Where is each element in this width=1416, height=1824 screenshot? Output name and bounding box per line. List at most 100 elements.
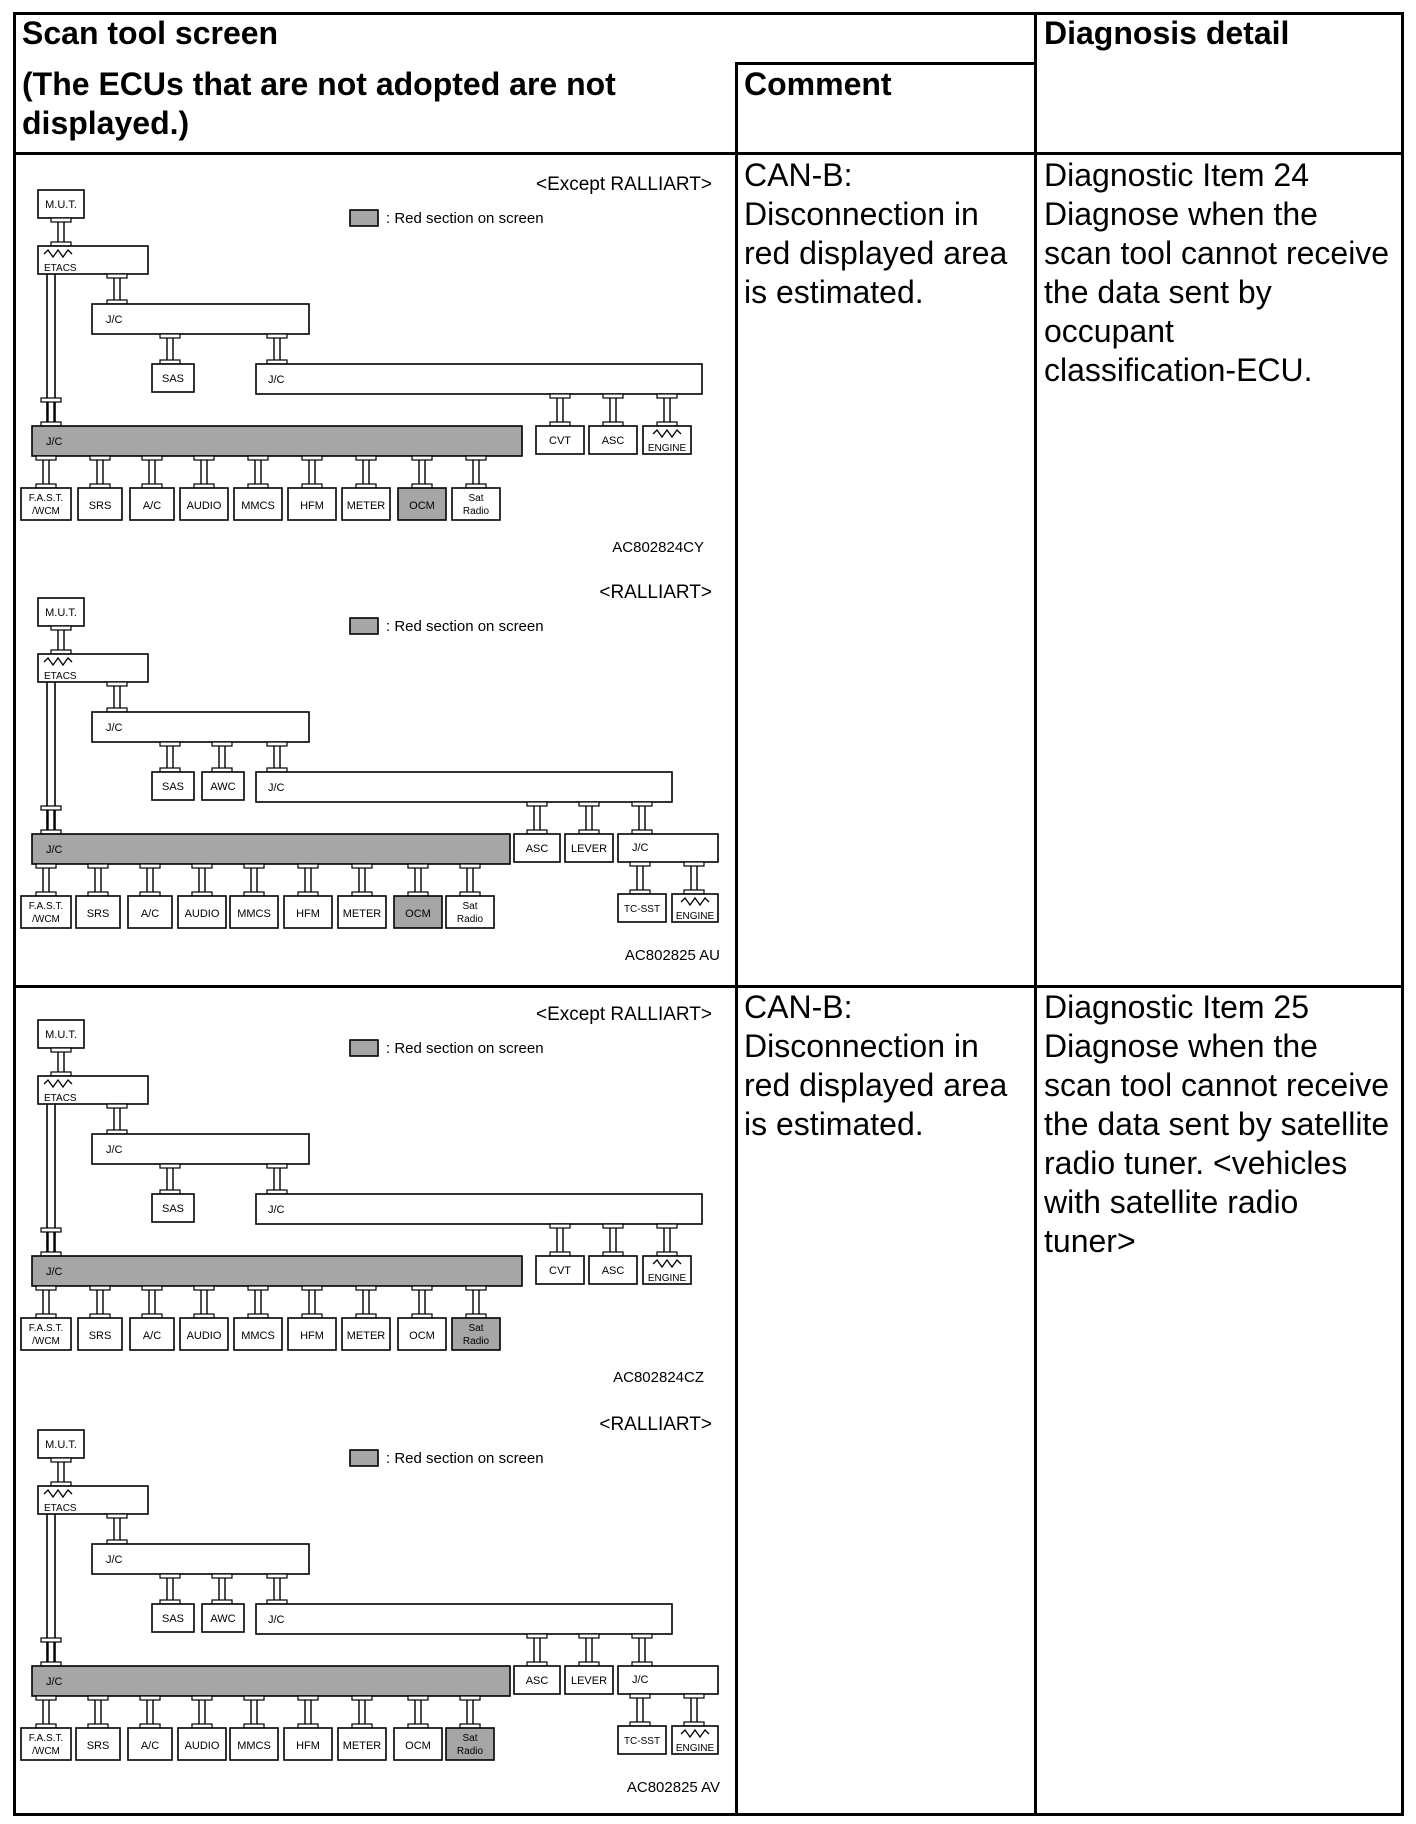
fast-label-line1: F.A.S.T. [29, 1733, 63, 1744]
sat-bus-connector-plate-top [459, 863, 481, 869]
fast-label-line2: /WCM [32, 1336, 60, 1347]
junction-connector-2 [255, 1603, 673, 1635]
audio-bus-connector-plate-top [193, 455, 215, 461]
hfm-label: HFM [296, 908, 320, 920]
mmcs-bus-connector-plate-top [243, 1695, 265, 1701]
sat-radio-label-line2: Radio [457, 914, 484, 925]
mmcs-box [233, 487, 283, 521]
fast-label-line2: /WCM [32, 914, 60, 925]
ac-box [129, 1317, 175, 1351]
hfm-label: HFM [300, 1330, 324, 1342]
hfm-box [287, 487, 337, 521]
asc-connector-plate-top [526, 1633, 548, 1639]
row1-diagnosis: Diagnostic Item 24 Diagnose when the sca… [1044, 157, 1390, 388]
ocm-bus-connector-plate-top [407, 863, 429, 869]
meter-label: METER [343, 1740, 382, 1752]
meter-bus-connector-plate-top [355, 455, 377, 461]
etacs-label: ETACS [44, 1093, 77, 1104]
etacs-wave-icon [43, 1078, 73, 1089]
mut-box [37, 597, 85, 627]
awc-box [201, 771, 245, 801]
header-scan-tool-screen: Scan tool screen [22, 15, 279, 51]
mmcs-bus-connector-plate-top [243, 863, 265, 869]
meter-label: METER [347, 500, 386, 512]
ocm-label: OCM [405, 908, 431, 920]
meter-box [341, 1317, 391, 1351]
engine-wave-icon [680, 1728, 710, 1739]
fast-bus-connector-plate-top [35, 1285, 57, 1291]
srs-bus-connector-plate-top [87, 1695, 109, 1701]
jc1-sas-connector-plate-top [159, 333, 181, 339]
etacs-box [37, 245, 149, 275]
main-can-bus [31, 1665, 511, 1697]
etacs-box [37, 1485, 149, 1515]
ocm-bus-connector-plate-top [411, 1285, 433, 1291]
trunk-bus-connector-plate-top [40, 1227, 62, 1233]
ocm-box [393, 1727, 443, 1761]
audio-bus-connector-plate-top [191, 1695, 213, 1701]
ocm-box [397, 487, 447, 521]
etacs-wave-icon [43, 656, 73, 667]
etacs-label: ETACS [44, 1503, 77, 1514]
etacs-jc1-connector-plate-top [106, 1513, 128, 1519]
meter-label: METER [347, 1330, 386, 1342]
sat-radio-label-line1: Sat [462, 1733, 477, 1744]
jc3-label: J/C [632, 1674, 649, 1686]
sat-radio-label-line2: Radio [463, 1336, 490, 1347]
jc1-jc2-connector-plate-top [266, 1163, 288, 1169]
row-divider [13, 985, 1404, 988]
ac-bus-connector-plate-top [141, 455, 163, 461]
etacs-jc1-connector-plate-top [106, 273, 128, 279]
can-network-diagram: <Except RALLIART>: Red section on screen… [20, 1004, 712, 1386]
tcsst-connector-plate-top [629, 1693, 651, 1699]
srs-box [75, 1727, 121, 1761]
engine-connector-plate-top [656, 393, 678, 399]
figure-code: AC802825 AU [625, 947, 720, 964]
trunk-bus-connector-plate-top [40, 1637, 62, 1643]
junction-connector-2 [255, 771, 673, 803]
fast-bus-connector-plate-top [35, 863, 57, 869]
asc-connector-plate-top [526, 801, 548, 807]
jc1-sas-connector-plate-top [159, 741, 181, 747]
jc1-awc-connector-plate-top [211, 1573, 233, 1579]
asc-box [588, 1255, 638, 1285]
jc2-label: J/C [268, 782, 285, 794]
main-bus-label: J/C [46, 844, 63, 856]
srs-label: SRS [89, 500, 112, 512]
awc-label: AWC [210, 781, 235, 793]
fast-box [20, 895, 72, 929]
hfm-bus-connector-plate-top [297, 1695, 319, 1701]
lever-connector-plate-top [578, 801, 600, 807]
jc1-jc2-connector-plate-top [266, 741, 288, 747]
fast-bus-connector-plate-top [35, 1695, 57, 1701]
header-bottom-rule [13, 152, 1404, 155]
ac-label: A/C [143, 500, 161, 512]
legend-swatch [349, 617, 379, 635]
hfm-box [287, 1317, 337, 1351]
mmcs-bus-connector-plate-top [247, 1285, 269, 1291]
awc-label: AWC [210, 1613, 235, 1625]
etacs-jc1-connector-plate-top [106, 681, 128, 687]
meter-box [341, 487, 391, 521]
jc1-sas-connector-plate-top [159, 1163, 181, 1169]
hfm-bus-connector-plate-top [301, 455, 323, 461]
sat-box [451, 487, 501, 521]
asc-connector-plate-top [602, 1223, 624, 1229]
cvt-box [535, 425, 585, 455]
mmcs-label: MMCS [241, 500, 275, 512]
table-border-left [13, 12, 16, 1816]
mut-box [37, 1019, 85, 1049]
table-border-right [1401, 12, 1404, 1816]
sas-box [151, 1193, 195, 1223]
legend-text: : Red section on screen [386, 1450, 544, 1467]
ac-label: A/C [141, 908, 159, 920]
mmcs-label: MMCS [241, 1330, 275, 1342]
junction-connector-1 [91, 1133, 310, 1165]
sat-radio-label-line2: Radio [463, 506, 490, 517]
srs-label: SRS [87, 908, 110, 920]
sas-label: SAS [162, 1613, 184, 1625]
diagram-variant-label: <Except RALLIART> [536, 174, 712, 195]
fast-label-line1: F.A.S.T. [29, 1323, 63, 1334]
etacs-box [37, 653, 149, 683]
